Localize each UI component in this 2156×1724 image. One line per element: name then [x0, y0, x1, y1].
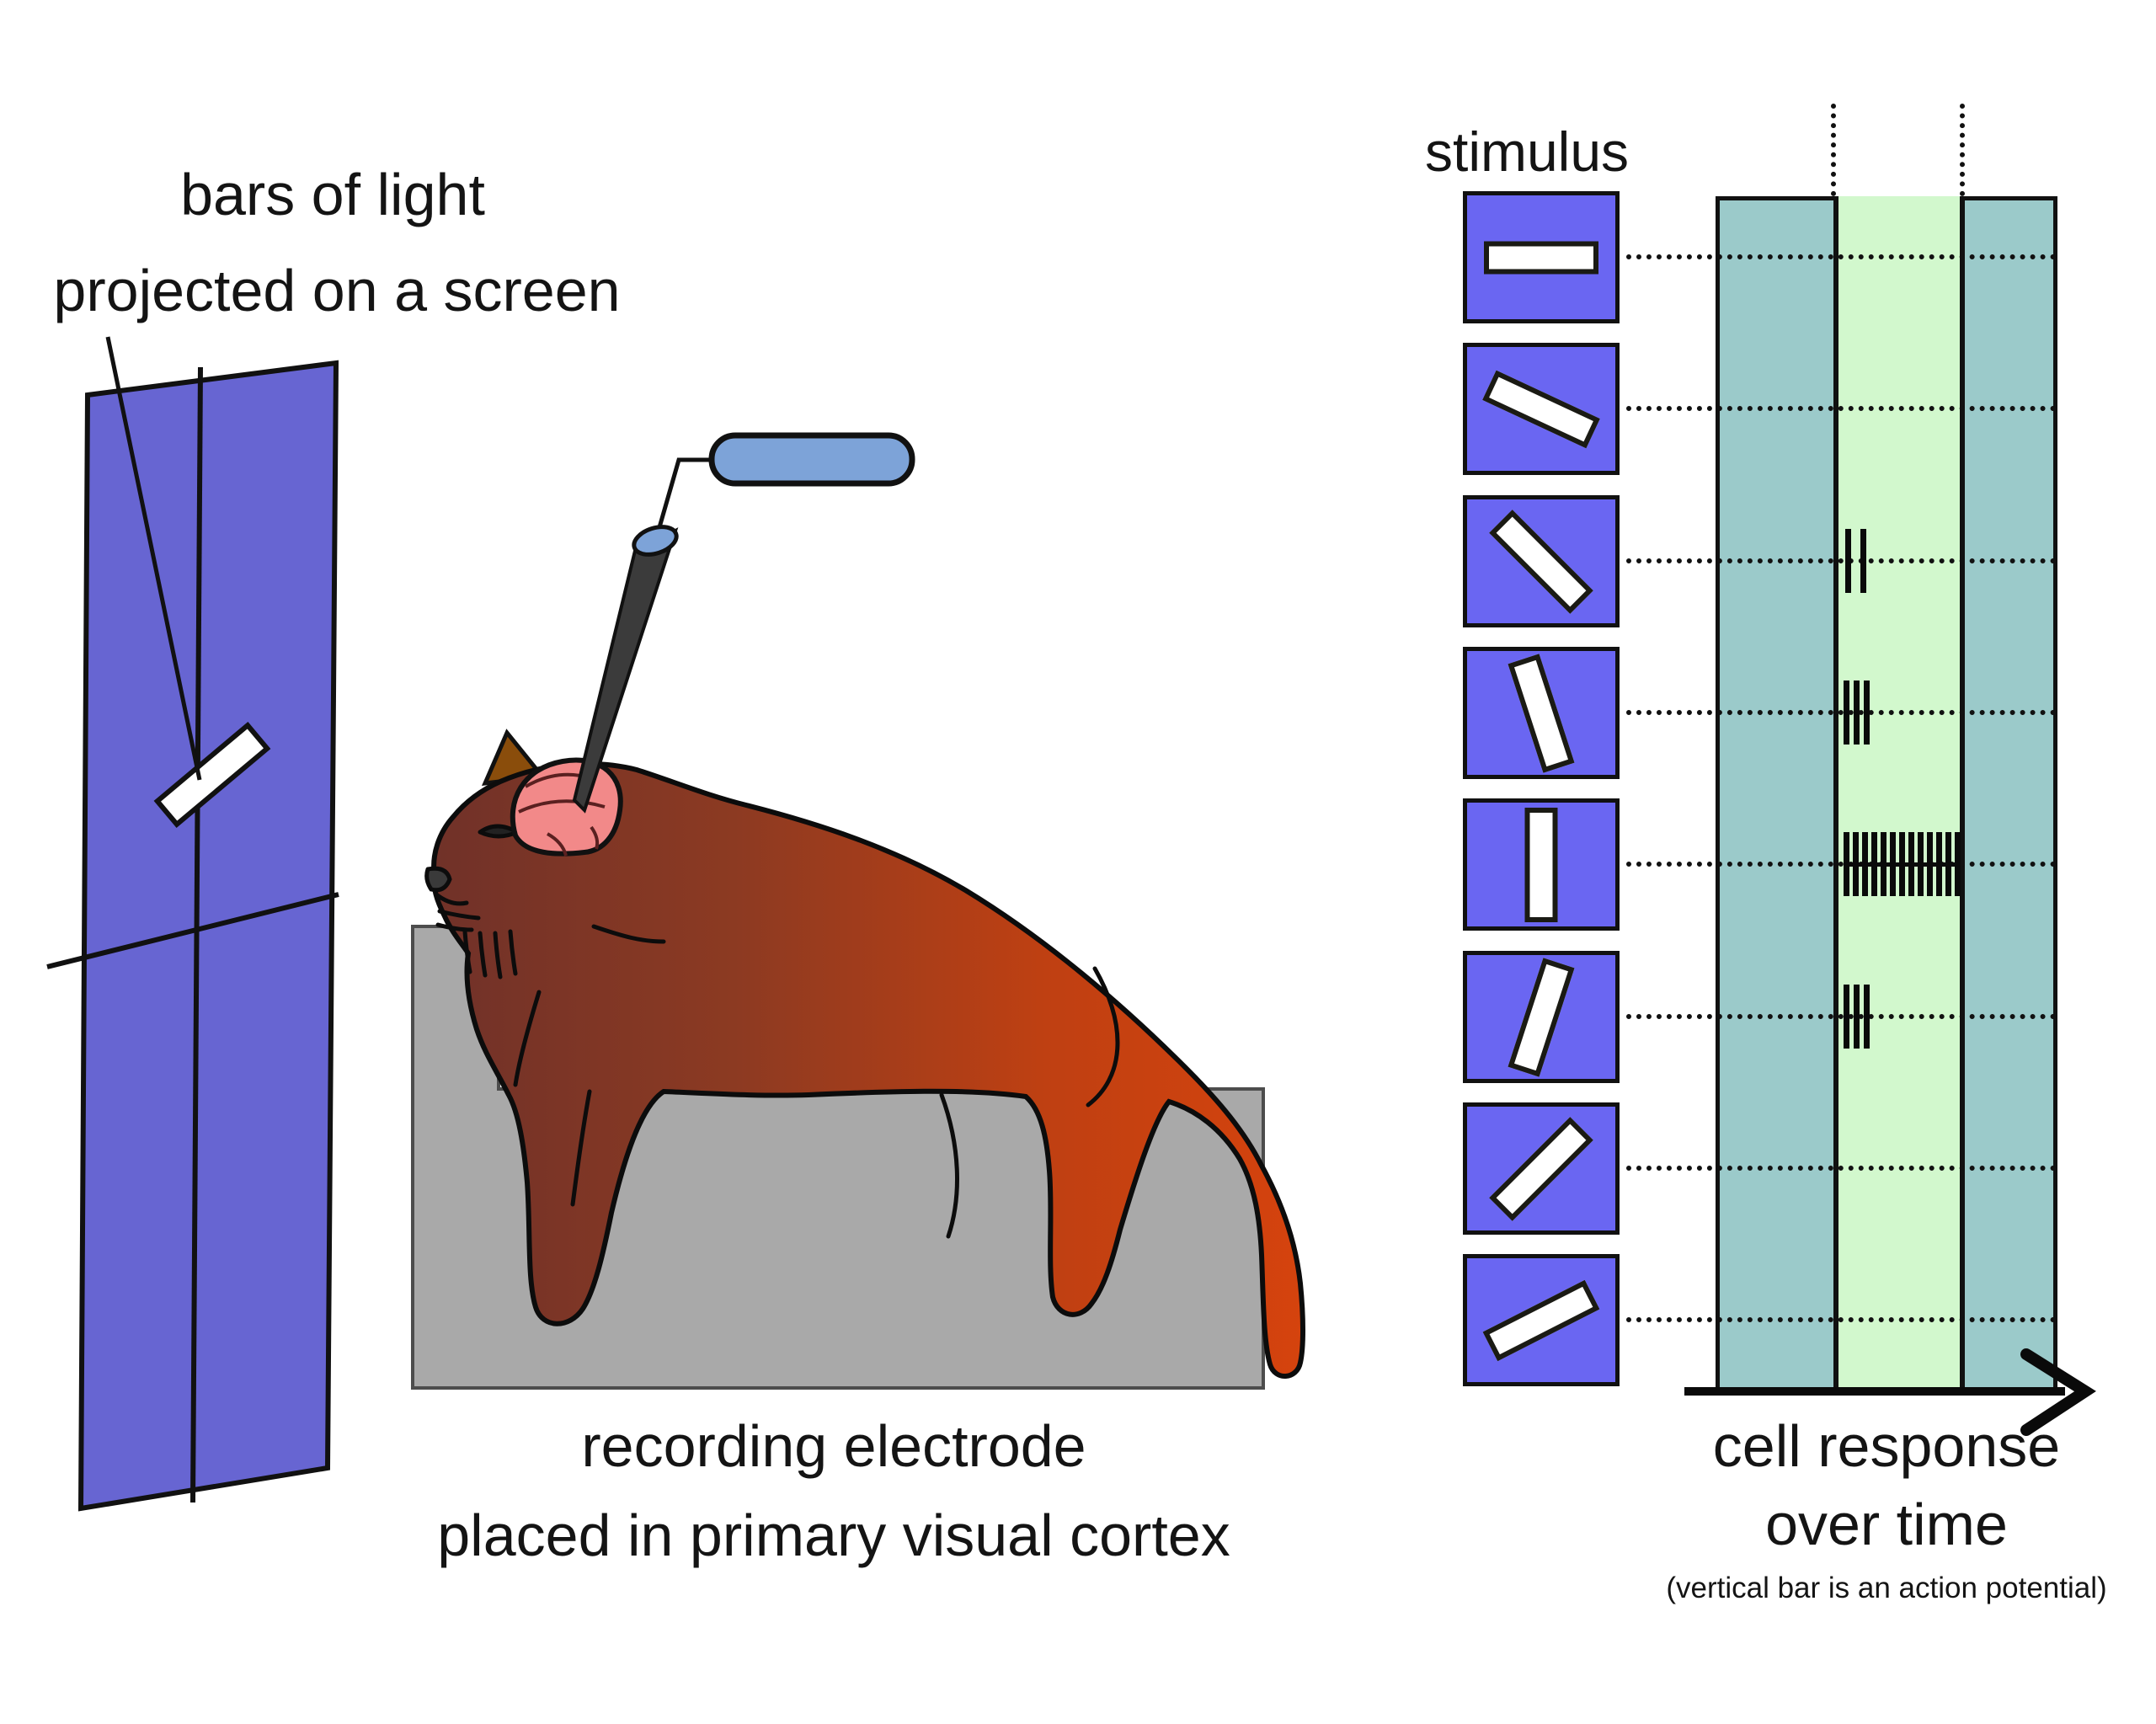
chart-top-dashed-line-right: [1960, 104, 1965, 196]
stimulus-label: stimulus: [1425, 120, 1630, 183]
cat-face: [424, 824, 522, 979]
screen-center-line: [190, 366, 203, 1503]
action-potential-spike: [1854, 681, 1860, 745]
amplifier-handle: [708, 432, 915, 487]
electrode-cone: [572, 527, 679, 814]
cat-nose: [424, 866, 452, 893]
light-bar-on-screen: [153, 721, 271, 829]
action-potential-spike: [1844, 681, 1849, 745]
response-chart-center-column: [1833, 196, 1965, 1387]
stimulus-square-3: [1463, 495, 1620, 627]
electrode-caption-line2: placed in primary visual cortex: [437, 1502, 1230, 1568]
stimulus-bar-7: [1489, 1116, 1593, 1221]
recording-electrode: [572, 432, 915, 814]
response-caption-line1: cell response: [1712, 1413, 2061, 1479]
stimulus-bar-2: [1482, 370, 1600, 448]
row-dotted-line-5: [1626, 862, 2056, 867]
action-potential-spike: [1844, 985, 1849, 1049]
stimulus-bar-5: [1524, 807, 1558, 922]
cat-ear: [481, 729, 547, 786]
surgery-table: [411, 925, 1265, 1390]
cat-eye: [478, 824, 522, 839]
stimulus-bar-6: [1508, 957, 1575, 1077]
projection-screen: [46, 360, 339, 1512]
caption-pointer-line: [105, 336, 202, 781]
action-potential-spike: [1845, 529, 1851, 593]
row-dotted-line-4: [1626, 710, 2056, 715]
chart-top-dashed-line-left: [1831, 104, 1836, 196]
electrode-cone-top: [632, 525, 679, 557]
stimulus-bar-4: [1508, 653, 1575, 773]
screen-caption-line2: projected on a screen: [53, 258, 621, 323]
stimulus-square-2: [1463, 343, 1620, 475]
stimulus-square-8: [1463, 1254, 1620, 1386]
cat-detail-lines: [513, 924, 1120, 1239]
row-dotted-line-8: [1626, 1317, 2056, 1322]
electrode-caption-line1: recording electrode: [581, 1413, 1086, 1479]
stimulus-square-1: [1463, 191, 1620, 323]
spike-train-baseline: [1844, 862, 1961, 867]
stimulus-square-4: [1463, 647, 1620, 779]
row-dotted-line-3: [1626, 558, 2056, 563]
row-dotted-line-2: [1626, 406, 2056, 411]
stimulus-square-6: [1463, 951, 1620, 1083]
row-dotted-line-6: [1626, 1014, 2056, 1019]
electrode-wire: [577, 457, 712, 806]
action-potential-spike: [1860, 529, 1866, 593]
action-potential-spike: [1864, 985, 1870, 1049]
stimulus-bar-3: [1489, 509, 1593, 614]
screen-caption-line1: bars of light: [180, 162, 485, 227]
screen-fold-line: [46, 892, 339, 969]
exposed-brain: [510, 757, 623, 857]
cat-body: [431, 761, 1305, 1379]
stimulus-bar-8: [1482, 1279, 1600, 1361]
stimulus-square-7: [1463, 1102, 1620, 1235]
row-dotted-line-1: [1626, 254, 2056, 259]
response-caption-line2: over time: [1765, 1492, 2008, 1557]
row-dotted-line-7: [1626, 1166, 2056, 1171]
stimulus-square-5: [1463, 798, 1620, 931]
action-potential-spike: [1854, 985, 1860, 1049]
stimulus-bar-1: [1484, 241, 1598, 274]
response-note: (vertical bar is an action potential): [1666, 1572, 2107, 1604]
action-potential-spike: [1864, 681, 1870, 745]
